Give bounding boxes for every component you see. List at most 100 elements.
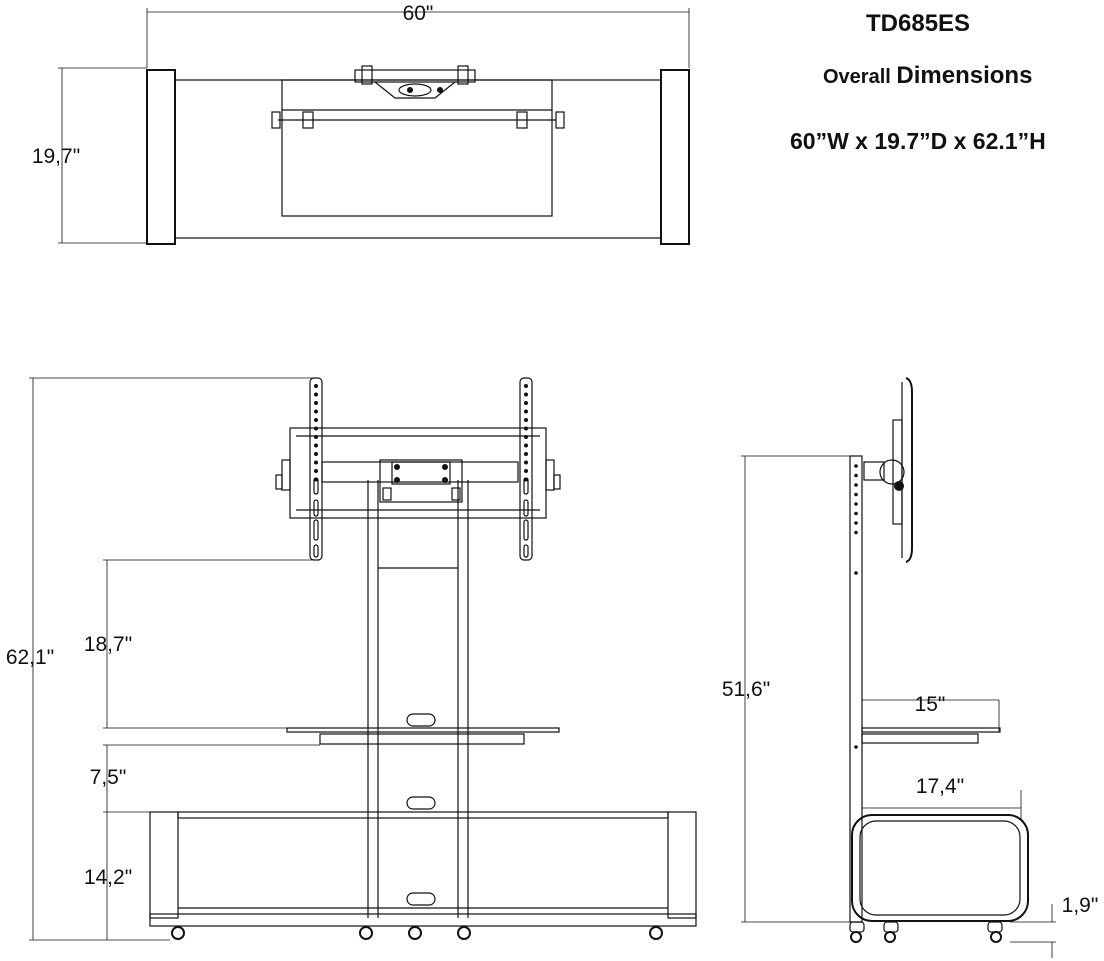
tv-bracket xyxy=(892,419,903,525)
post-hole xyxy=(854,483,858,487)
arm-hole xyxy=(314,443,318,448)
mount-plate xyxy=(281,79,553,217)
base-right-end xyxy=(667,811,697,919)
shelf-depth-label: 15" xyxy=(915,693,946,716)
plate-foot-right xyxy=(451,487,461,501)
caster-4 xyxy=(457,926,471,940)
arm-hole xyxy=(524,426,528,431)
post-hole xyxy=(854,502,858,506)
tilt-arm xyxy=(863,461,885,481)
arm-hole xyxy=(524,409,528,414)
front-knob-right xyxy=(545,459,555,491)
caster-5 xyxy=(649,926,663,940)
arm-hole xyxy=(524,435,528,439)
arm-hole xyxy=(314,384,318,388)
center-plate-inner xyxy=(391,461,451,485)
base-frame-inner xyxy=(859,820,1021,916)
glass-shelf xyxy=(286,727,560,733)
base-frame-outer xyxy=(851,814,1029,922)
caster-2 xyxy=(359,926,373,940)
plate-foot-left xyxy=(382,487,392,501)
clamp-right xyxy=(516,111,528,129)
swivel-bolt-right xyxy=(437,87,443,93)
post-hole xyxy=(854,492,858,497)
side-wheel-3 xyxy=(990,931,1002,943)
side-caster-2 xyxy=(883,921,899,933)
shelf-bracket xyxy=(319,733,525,745)
arm-slot xyxy=(523,519,529,541)
front-knob-left-tip xyxy=(275,474,283,490)
top-view: 60" 19,7" xyxy=(32,2,690,245)
front-knob-left xyxy=(281,459,291,491)
arm-slot xyxy=(523,499,529,517)
side-glass-shelf xyxy=(861,727,1001,733)
arm-hole xyxy=(314,452,318,456)
cable-clip-upper xyxy=(406,713,436,727)
base-depth-label: 17,4" xyxy=(916,775,964,798)
arm-hole xyxy=(314,460,318,465)
arm-hole xyxy=(524,401,528,405)
plate-bolt-2 xyxy=(442,464,448,470)
side-wheel-1 xyxy=(850,931,862,943)
tilt-knob xyxy=(894,481,904,491)
post-hole xyxy=(854,571,858,575)
post-hole xyxy=(854,521,858,525)
base-height-label: 14,2" xyxy=(84,866,132,889)
arm-hole xyxy=(524,443,528,448)
post-hole xyxy=(854,464,858,468)
tilt-hub xyxy=(879,459,905,485)
right-end-post xyxy=(660,69,690,245)
arm-hole xyxy=(524,384,528,388)
arm-hole xyxy=(524,392,528,397)
bracket-tab-left xyxy=(361,65,373,85)
arm-holes xyxy=(313,384,529,558)
plate-bolt-1 xyxy=(394,464,400,470)
arm-hole xyxy=(314,426,318,431)
caster-3 xyxy=(408,926,422,940)
overall-dimensions-values: 60”W x 19.7”D x 62.1”H xyxy=(790,128,1046,154)
side-height-label: 51,6" xyxy=(722,678,770,701)
arm-hole xyxy=(524,452,528,456)
mount-to-shelf-label: 18,7" xyxy=(84,633,132,656)
front-knob-right-tip xyxy=(553,474,561,490)
post-hole xyxy=(854,473,858,478)
left-tv-arm xyxy=(309,377,323,561)
bracket-arm xyxy=(374,81,456,99)
side-view: 51,6" 15" 17,4" xyxy=(722,377,1099,958)
plate-bolt-3 xyxy=(394,477,400,483)
arm-hole xyxy=(314,435,318,439)
arm-slot xyxy=(523,477,529,495)
clearance-label: 1,9" xyxy=(1062,894,1099,917)
front-view: 62,1" 18,7" 7,5" 14,2" xyxy=(6,377,697,941)
mount-frame xyxy=(289,427,547,519)
bracket-bar xyxy=(354,69,476,83)
mount-crossbar xyxy=(321,461,519,483)
side-caster-1 xyxy=(849,921,865,933)
base-left-end xyxy=(149,811,179,919)
side-wheel-2 xyxy=(884,931,896,943)
cable-clip-middle xyxy=(406,796,436,810)
overall-word: Dimensions xyxy=(896,62,1033,89)
bracket-tab-right xyxy=(457,65,469,85)
right-tv-arm xyxy=(519,377,533,561)
post-hole xyxy=(854,530,858,535)
clamp-left xyxy=(302,111,314,129)
arm-hole xyxy=(524,460,528,465)
overall-dimensions-label: Overall Dimensions xyxy=(823,62,1032,90)
arm-hole xyxy=(314,401,318,405)
glass-top xyxy=(174,79,662,239)
post-hole xyxy=(854,745,858,749)
arm-slot xyxy=(313,499,319,517)
overall-prefix: Overall xyxy=(823,66,891,88)
model-title: TD685ES xyxy=(866,10,971,37)
arm-hole xyxy=(524,418,528,422)
arm-hole xyxy=(314,418,318,422)
base-plinth xyxy=(149,913,697,927)
arm-slot xyxy=(523,544,529,558)
total-height-label: 62,1" xyxy=(6,646,54,669)
center-plate xyxy=(379,459,463,503)
cable-clip-lower xyxy=(406,892,436,906)
arm-slot xyxy=(313,544,319,558)
arm-hole xyxy=(524,469,528,473)
arm-slot xyxy=(313,477,319,495)
